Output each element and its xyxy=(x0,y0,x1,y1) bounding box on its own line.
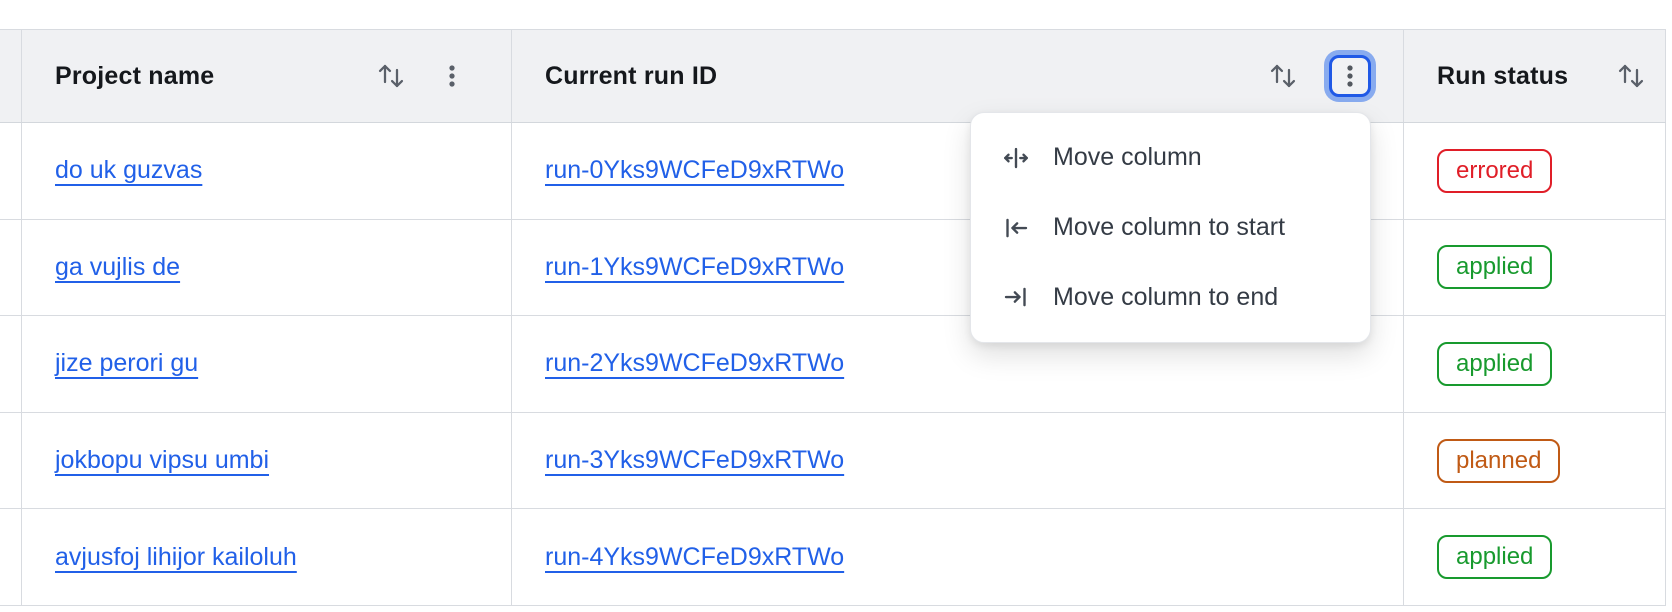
sort-button-run-status[interactable] xyxy=(1615,60,1647,92)
row-cell-current-run-id: run-2Yks9WCFeD9xRTWo xyxy=(512,316,1404,412)
menu-item-move-column-to-start[interactable]: Move column to start xyxy=(971,193,1370,263)
kebab-menu-icon xyxy=(1347,65,1353,87)
table-row: do uk guzvas run-0Yks9WCFeD9xRTWo errore… xyxy=(0,123,1666,220)
header-cell-gutter xyxy=(0,30,22,122)
table-body: do uk guzvas run-0Yks9WCFeD9xRTWo errore… xyxy=(0,123,1666,606)
column-header-run-status: Run status xyxy=(1437,61,1569,90)
row-cell-current-run-id: run-1Yks9WCFeD9xRTWo xyxy=(512,219,1404,316)
row-cell-gutter xyxy=(0,219,22,316)
move-column-to-start-icon xyxy=(1006,218,1028,237)
current-run-id-link[interactable]: run-2Yks9WCFeD9xRTWo xyxy=(545,349,845,378)
row-cell-run-status: planned xyxy=(1404,412,1666,509)
row-cell-project-name: jize perori gu xyxy=(22,316,512,412)
menu-item-label: Move column to start xyxy=(1053,213,1286,241)
move-column-icon xyxy=(1004,147,1028,169)
menu-item-move-column-to-end[interactable]: Move column to end xyxy=(971,262,1370,332)
row-cell-project-name: avjusfoj lihijor kailoluh xyxy=(22,509,512,605)
status-badge: applied xyxy=(1437,245,1553,290)
row-cell-gutter xyxy=(0,123,22,219)
row-cell-project-name: jokbopu vipsu umbi xyxy=(22,412,512,509)
header-cell-project-name: Project name xyxy=(22,30,512,122)
table-row: avjusfoj lihijor kailoluh run-4Yks9WCFeD… xyxy=(0,509,1666,606)
project-name-link[interactable]: do uk guzvas xyxy=(55,156,203,185)
project-name-link[interactable]: avjusfoj lihijor kailoluh xyxy=(55,542,297,571)
move-column-to-end-icon xyxy=(1004,287,1026,307)
table-row: jize perori gu run-2Yks9WCFeD9xRTWo appl… xyxy=(0,316,1666,413)
row-cell-gutter xyxy=(0,412,22,509)
status-badge: applied xyxy=(1437,535,1553,580)
project-name-link[interactable]: ga vujlis de xyxy=(55,252,181,281)
table-header-row: Project name Curre xyxy=(0,29,1666,123)
status-badge: planned xyxy=(1437,438,1561,483)
table-row: jokbopu vipsu umbi run-3Yks9WCFeD9xRTWo … xyxy=(0,412,1666,510)
current-run-id-link[interactable]: run-0Yks9WCFeD9xRTWo xyxy=(545,156,845,185)
row-cell-gutter xyxy=(0,316,22,412)
column-menu-button-project-name[interactable] xyxy=(437,61,467,91)
row-cell-project-name: ga vujlis de xyxy=(22,219,512,316)
row-cell-current-run-id: run-4Yks9WCFeD9xRTWo xyxy=(512,509,1404,605)
sort-button-current-run-id[interactable] xyxy=(1267,60,1299,92)
menu-item-label: Move column xyxy=(1053,143,1202,172)
header-cell-run-status: Run status xyxy=(1404,30,1666,122)
project-name-link[interactable]: jokbopu vipsu umbi xyxy=(55,446,270,475)
status-badge: errored xyxy=(1437,148,1553,193)
header-cell-current-run-id: Current run ID xyxy=(512,30,1404,122)
menu-item-move-column[interactable]: Move column xyxy=(971,123,1370,193)
column-options-menu: Move column Move column to start Move co… xyxy=(970,112,1371,343)
table-row: ga vujlis de run-1Yks9WCFeD9xRTWo applie… xyxy=(0,219,1666,317)
sort-arrows-icon xyxy=(1270,64,1296,88)
row-cell-project-name: do uk guzvas xyxy=(22,123,512,219)
row-cell-run-status: applied xyxy=(1404,316,1666,412)
column-header-project-name: Project name xyxy=(55,61,215,90)
column-header-current-run-id: Current run ID xyxy=(545,61,718,90)
status-badge: applied xyxy=(1437,341,1553,386)
menu-item-label: Move column to end xyxy=(1053,282,1279,311)
current-run-id-link[interactable]: run-4Yks9WCFeD9xRTWo xyxy=(545,542,845,571)
sort-arrows-icon xyxy=(378,64,404,88)
row-cell-run-status: errored xyxy=(1404,123,1666,219)
row-cell-run-status: applied xyxy=(1404,219,1666,316)
row-cell-current-run-id: run-0Yks9WCFeD9xRTWo xyxy=(512,123,1404,219)
current-run-id-link[interactable]: run-1Yks9WCFeD9xRTWo xyxy=(545,252,845,281)
project-name-link[interactable]: jize perori gu xyxy=(55,349,199,378)
projects-table: Project name Curre xyxy=(0,29,1666,606)
row-cell-run-status: applied xyxy=(1404,509,1666,605)
current-run-id-link[interactable]: run-3Yks9WCFeD9xRTWo xyxy=(545,446,845,475)
column-menu-button-current-run-id-focused[interactable] xyxy=(1329,55,1371,97)
row-cell-current-run-id: run-3Yks9WCFeD9xRTWo xyxy=(512,412,1404,509)
kebab-menu-icon xyxy=(449,65,455,87)
sort-button-project-name[interactable] xyxy=(375,60,407,92)
sort-arrows-icon xyxy=(1618,64,1644,88)
row-cell-gutter xyxy=(0,509,22,605)
